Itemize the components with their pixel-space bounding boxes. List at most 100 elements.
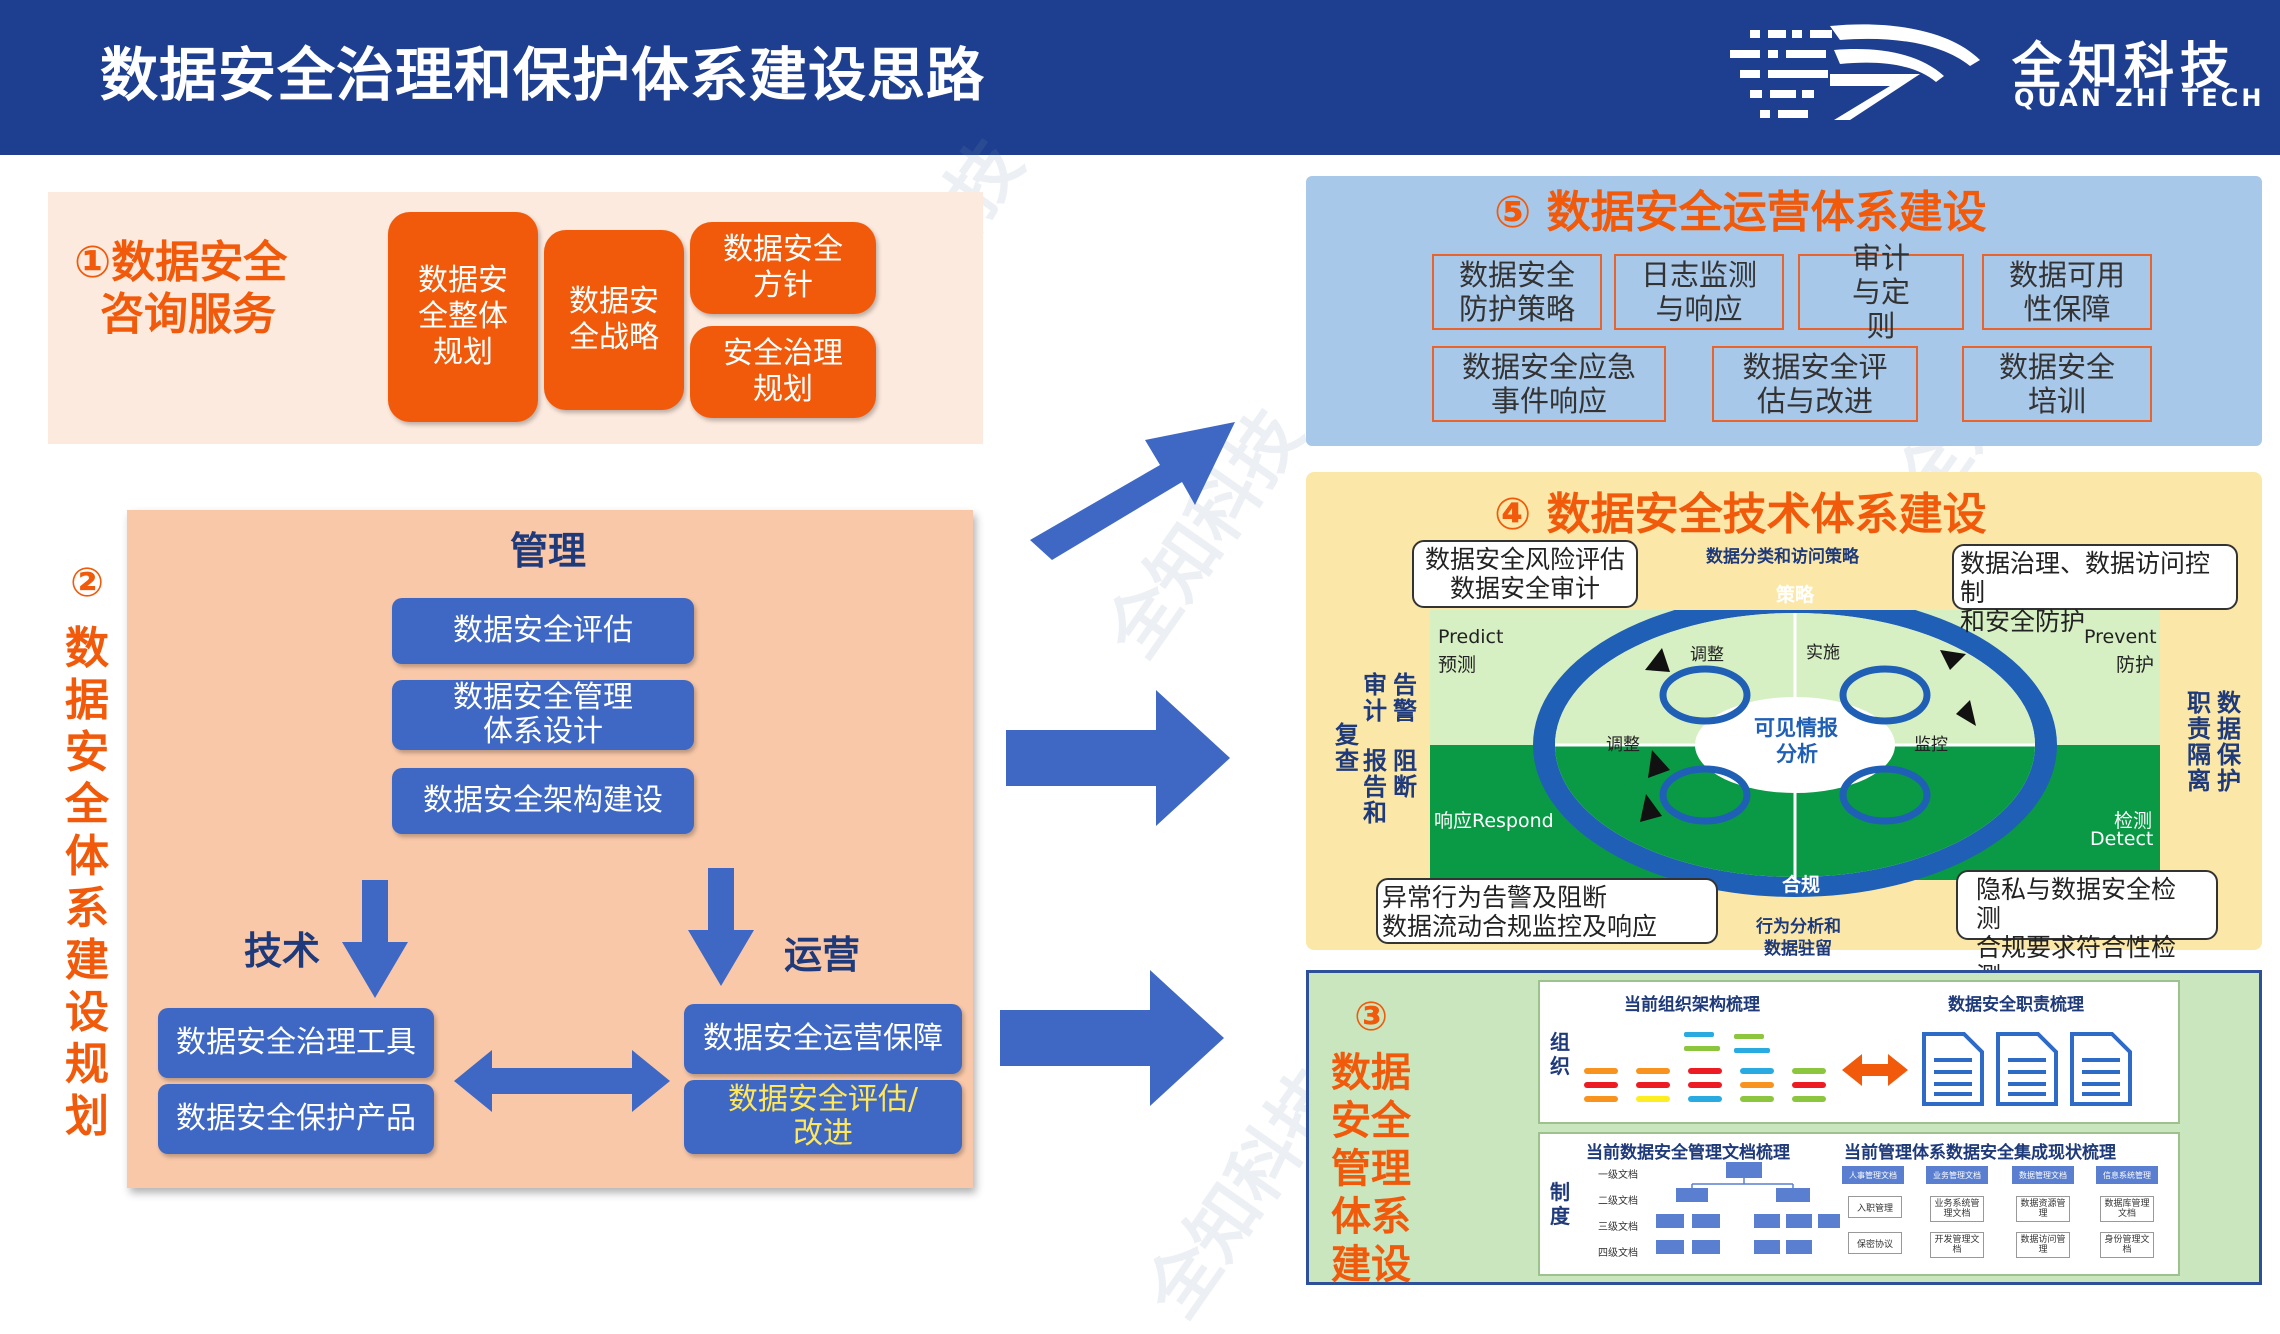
- consulting-title-line2: 咨询服务: [100, 289, 276, 340]
- mgmt-title-num: ③: [1354, 994, 1388, 1040]
- callout-anomaly: 异常行为告警及阻断 数据流动合规监控及响应: [1376, 878, 1718, 944]
- tech-item-tools: 数据安全治理工具: [158, 1008, 434, 1078]
- caption-behavior-2: 数据驻留: [1764, 939, 1832, 959]
- caption-behavior-1: 行为分析和: [1756, 917, 1841, 937]
- ring-label-strategy: 策略: [1776, 584, 1815, 606]
- planning-title-char: 体: [65, 831, 109, 882]
- mgmt-item-system-design: 数据安全管理体系设计: [392, 680, 694, 750]
- arrow-right-icon: [1006, 690, 1230, 826]
- side-label-block: 阻断: [1393, 747, 1417, 801]
- logo-icon: [1730, 24, 1980, 120]
- integration-header-it: 信息系统管理: [2096, 1166, 2158, 1184]
- doc-level-2: 二级文档: [1598, 1196, 1638, 1207]
- doc-hierarchy-graphic: [1656, 1162, 1840, 1254]
- logo-text-en: QUAN ZHI TECH: [2014, 84, 2265, 112]
- ops-box-availability: 数据可用性保障: [1982, 254, 2152, 330]
- planning-title-char: 建: [65, 935, 109, 986]
- cycle-label-adjust: 调整: [1606, 735, 1640, 755]
- arrow-right-up-icon: [1030, 422, 1235, 560]
- callout-line: 数据治理、数据访问控制: [1960, 549, 2211, 607]
- consulting-box-policy: 数据安全方针: [690, 222, 876, 314]
- ops-box-training: 数据安全培训: [1962, 346, 2152, 422]
- duty-caption: 数据安全职责梳理: [1948, 995, 2084, 1015]
- integration-header-data: 数据管理文档: [2012, 1166, 2074, 1184]
- consulting-box-strategy: 数据安全战略: [544, 230, 684, 410]
- technology-title: ④ 数据安全技术体系建设: [1494, 489, 1987, 540]
- respond-label: 响应Respond: [1434, 810, 1554, 832]
- mgmt-title-part: 数据: [1331, 1050, 1411, 1096]
- side-label-duty-isolation: 职责隔离: [2187, 689, 2211, 795]
- callout-risk-audit: 数据安全风险评估 数据安全审计: [1412, 540, 1638, 608]
- planning-title-char: 据: [65, 675, 109, 726]
- center-label-1: 可见情报: [1754, 716, 1838, 740]
- callout-line: 数据流动合规监控及响应: [1382, 912, 1658, 941]
- page-title: 数据安全治理和保护体系建设思路: [100, 41, 986, 109]
- ops-box-emergency-response: 数据安全应急事件响应: [1432, 346, 1666, 422]
- org-caption: 当前组织架构梳理: [1624, 995, 1760, 1015]
- org-label: 组织: [1550, 1030, 1570, 1078]
- mgmt-item-assessment: 数据安全评估: [392, 598, 694, 664]
- callout-privacy: 隐私与数据安全检测 合规要求符合性检测: [1956, 870, 2218, 991]
- mgmt-title-part: 管理: [1331, 1146, 1411, 1192]
- integration-item: 数据库管理文档: [2100, 1196, 2154, 1222]
- integration-item: 数据资源管理: [2016, 1196, 2070, 1222]
- integration-item: 数据访问管理: [2016, 1232, 2070, 1258]
- side-label-data-protection: 数据保护: [2217, 689, 2241, 795]
- planning-title-char: 系: [65, 883, 109, 934]
- mgmt-item-architecture: 数据安全架构建设: [392, 768, 694, 834]
- technology-cycle-diagram: [1430, 610, 2160, 897]
- callout-line: 隐私与数据安全检测: [1976, 875, 2177, 933]
- tech-item-products: 数据安全保护产品: [158, 1084, 434, 1154]
- planning-title-char: 全: [65, 779, 109, 830]
- ops-box-log-monitoring: 日志监测与响应: [1614, 254, 1784, 330]
- callout-line: 和安全防护: [1960, 607, 2086, 636]
- consulting-box-governance-plan: 安全治理规划: [690, 326, 876, 418]
- planning-title-num: ②: [70, 560, 104, 606]
- side-label-report: 报告和: [1363, 747, 1387, 827]
- side-label-review: 复查: [1335, 721, 1359, 775]
- planning-title-char: 设: [65, 987, 109, 1038]
- integration-item: 身份管理文档: [2100, 1232, 2154, 1258]
- caption-classification: 数据分类和访问策略: [1706, 547, 1859, 567]
- double-arrow-icon: [454, 1050, 670, 1112]
- cycle-label-implement: 实施: [1806, 643, 1840, 663]
- predict-en: Predict: [1438, 626, 1504, 648]
- down-arrow-icon: [342, 880, 408, 998]
- cycle-label-monitor: 监控: [1914, 735, 1948, 755]
- ops-box-protection-policy: 数据安全防护策略: [1432, 254, 1602, 330]
- side-label-audit: 审计: [1363, 671, 1387, 725]
- integration-item: 保密协议: [1848, 1232, 1902, 1254]
- predict-cn: 预测: [1438, 654, 1477, 676]
- prevent-cn: 防护: [2116, 654, 2155, 676]
- management-label: 管理: [510, 529, 587, 573]
- doc-level-1: 一级文档: [1598, 1170, 1638, 1181]
- logo-text-cn: 全知科技: [2012, 37, 2236, 95]
- side-label-alert: 告警: [1393, 671, 1417, 725]
- operations-title: ⑤ 数据安全运营体系建设: [1494, 187, 1987, 238]
- ops-box-assess-improve: 数据安全评估与改进: [1712, 346, 1918, 422]
- ring-label-compliance: 合规: [1782, 874, 1821, 896]
- arrow-right-icon: [1000, 970, 1224, 1106]
- center-label-2: 分析: [1776, 742, 1818, 766]
- doc-level-3: 三级文档: [1598, 1222, 1638, 1233]
- down-arrow-icon: [688, 868, 754, 986]
- callout-governance: 数据治理、数据访问控制 和安全防护: [1952, 544, 2238, 636]
- integration-item: 业务系统管理文档: [1930, 1196, 1984, 1222]
- integration-item: 开发管理文档: [1930, 1232, 1984, 1258]
- consulting-box-overall-plan: 数据安全整体规划: [388, 212, 538, 422]
- ops-item-support: 数据安全运营保障: [684, 1004, 962, 1074]
- callout-line: 数据安全审计: [1449, 574, 1600, 603]
- mgmt-title-part: 建设: [1331, 1242, 1411, 1288]
- detect-en: Detect: [2090, 828, 2154, 850]
- mgmt-title-part: 体系: [1331, 1194, 1411, 1240]
- integration-item: 入职管理: [1848, 1196, 1902, 1218]
- system-panel: [1538, 1132, 2180, 1276]
- detect-cn: 检测: [2114, 810, 2153, 832]
- callout-line: 异常行为告警及阻断: [1382, 883, 1608, 912]
- system-label: 制度: [1550, 1180, 1570, 1228]
- operations-system-section: [1306, 176, 2262, 446]
- callout-line: 数据安全风险评估: [1424, 545, 1625, 574]
- cycle-label-adjust: 调整: [1690, 645, 1724, 665]
- planning-title-char: 划: [65, 1091, 109, 1142]
- ops-box-audit-rules: 审计与定则: [1798, 241, 1964, 343]
